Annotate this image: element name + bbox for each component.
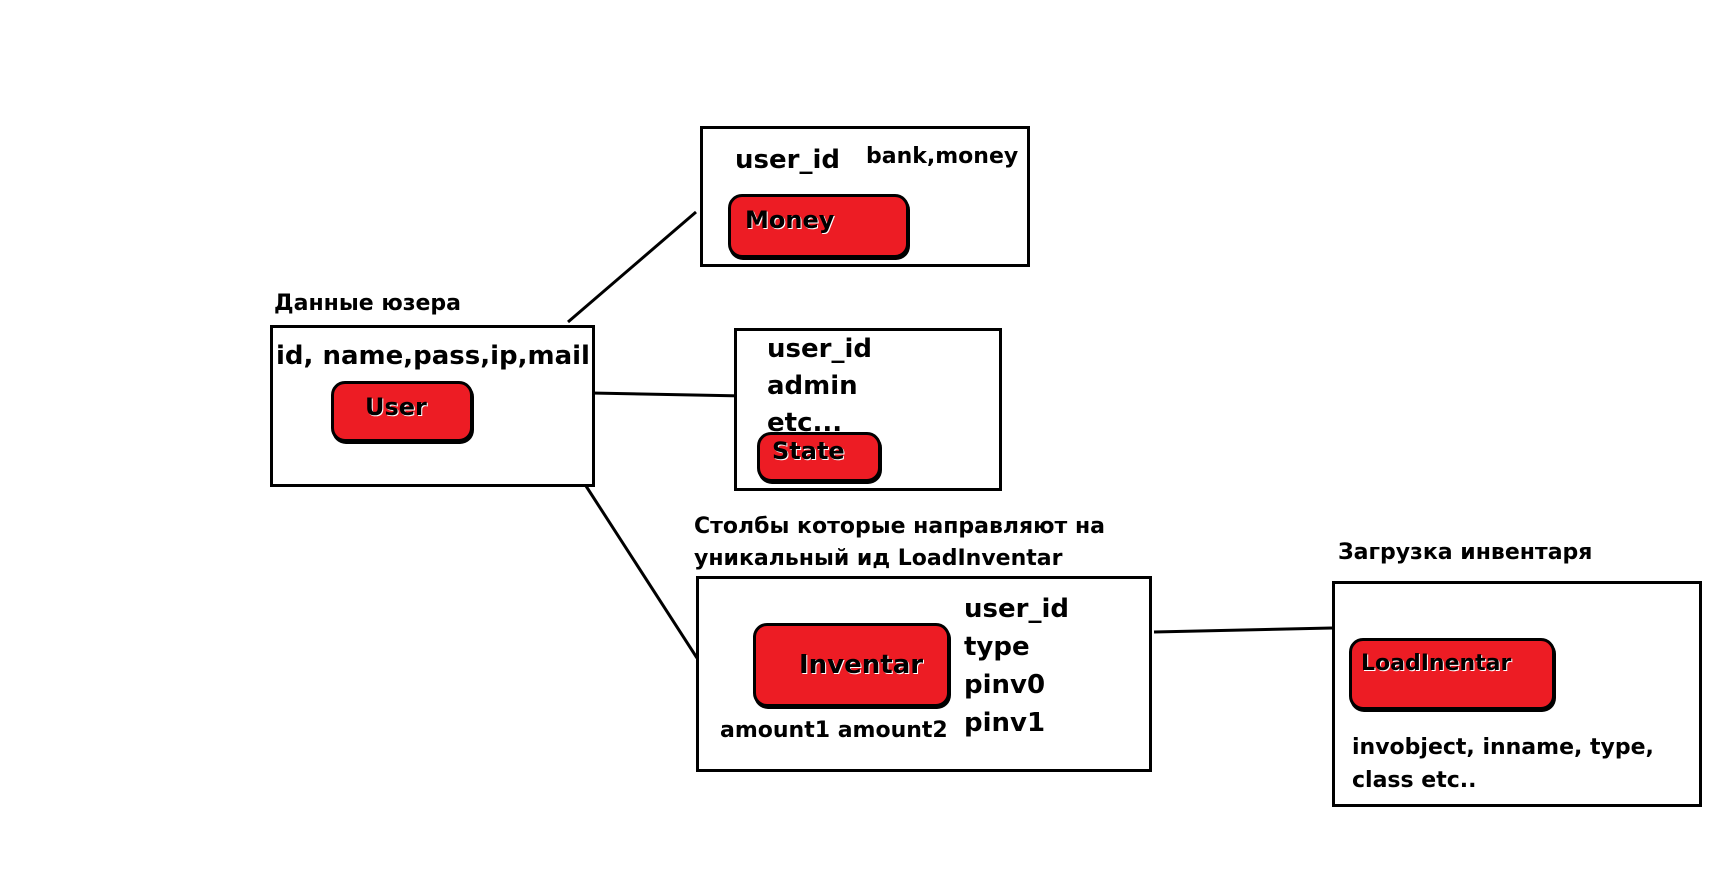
inventar-table: Inventar amount1 amount2 user_id type pi… (696, 576, 1152, 772)
money-fields: bank,money (866, 144, 1019, 169)
money-table: user_id bank,money Money (700, 126, 1030, 267)
user-fields: id, name,pass,ip,mail (276, 341, 590, 371)
inventar-field-user-id: user_id (964, 594, 1069, 624)
user-entity-label: User (365, 393, 427, 421)
inventar-field-pinv0: pinv0 (964, 670, 1046, 700)
inventar-caption-2: уникальный ид LoadInventar (694, 546, 1063, 571)
state-line-user-id: user_id (767, 334, 872, 364)
state-line-etc: etc... (767, 408, 843, 438)
inventar-amounts: amount1 amount2 (720, 718, 948, 743)
load-fields-1: invobject, inname, type, (1352, 735, 1654, 760)
load-entity: LoadInentar (1349, 638, 1555, 710)
state-entity: State (757, 432, 881, 482)
load-fields-2: class etc.. (1352, 768, 1477, 793)
state-entity-label: State (772, 437, 845, 465)
inventar-field-pinv1: pinv1 (964, 708, 1046, 738)
state-line-admin: admin (767, 371, 858, 401)
money-entity: Money (728, 194, 909, 258)
inventar-field-type: type (964, 632, 1030, 662)
inventar-entity: Inventar (753, 623, 950, 707)
money-entity-label: Money (745, 206, 835, 234)
connector-user-inventar (584, 485, 699, 659)
state-table: user_id admin etc... State (734, 328, 1002, 491)
user-table: id, name,pass,ip,mail User (270, 325, 595, 487)
user-caption: Данные юзера (274, 291, 461, 316)
connector-user-money (567, 210, 697, 324)
inventar-entity-label: Inventar (799, 650, 924, 680)
load-table: LoadInentar invobject, inname, type, cla… (1332, 581, 1702, 807)
user-entity: User (331, 381, 473, 442)
connector-user-state (590, 391, 746, 398)
connector-inventar-load (1153, 626, 1333, 634)
inventar-caption-1: Столбы которые направляют на (694, 514, 1106, 539)
money-user-id: user_id (735, 145, 840, 175)
load-caption: Загрузка инвентаря (1338, 540, 1593, 565)
load-entity-label: LoadInentar (1361, 651, 1512, 676)
